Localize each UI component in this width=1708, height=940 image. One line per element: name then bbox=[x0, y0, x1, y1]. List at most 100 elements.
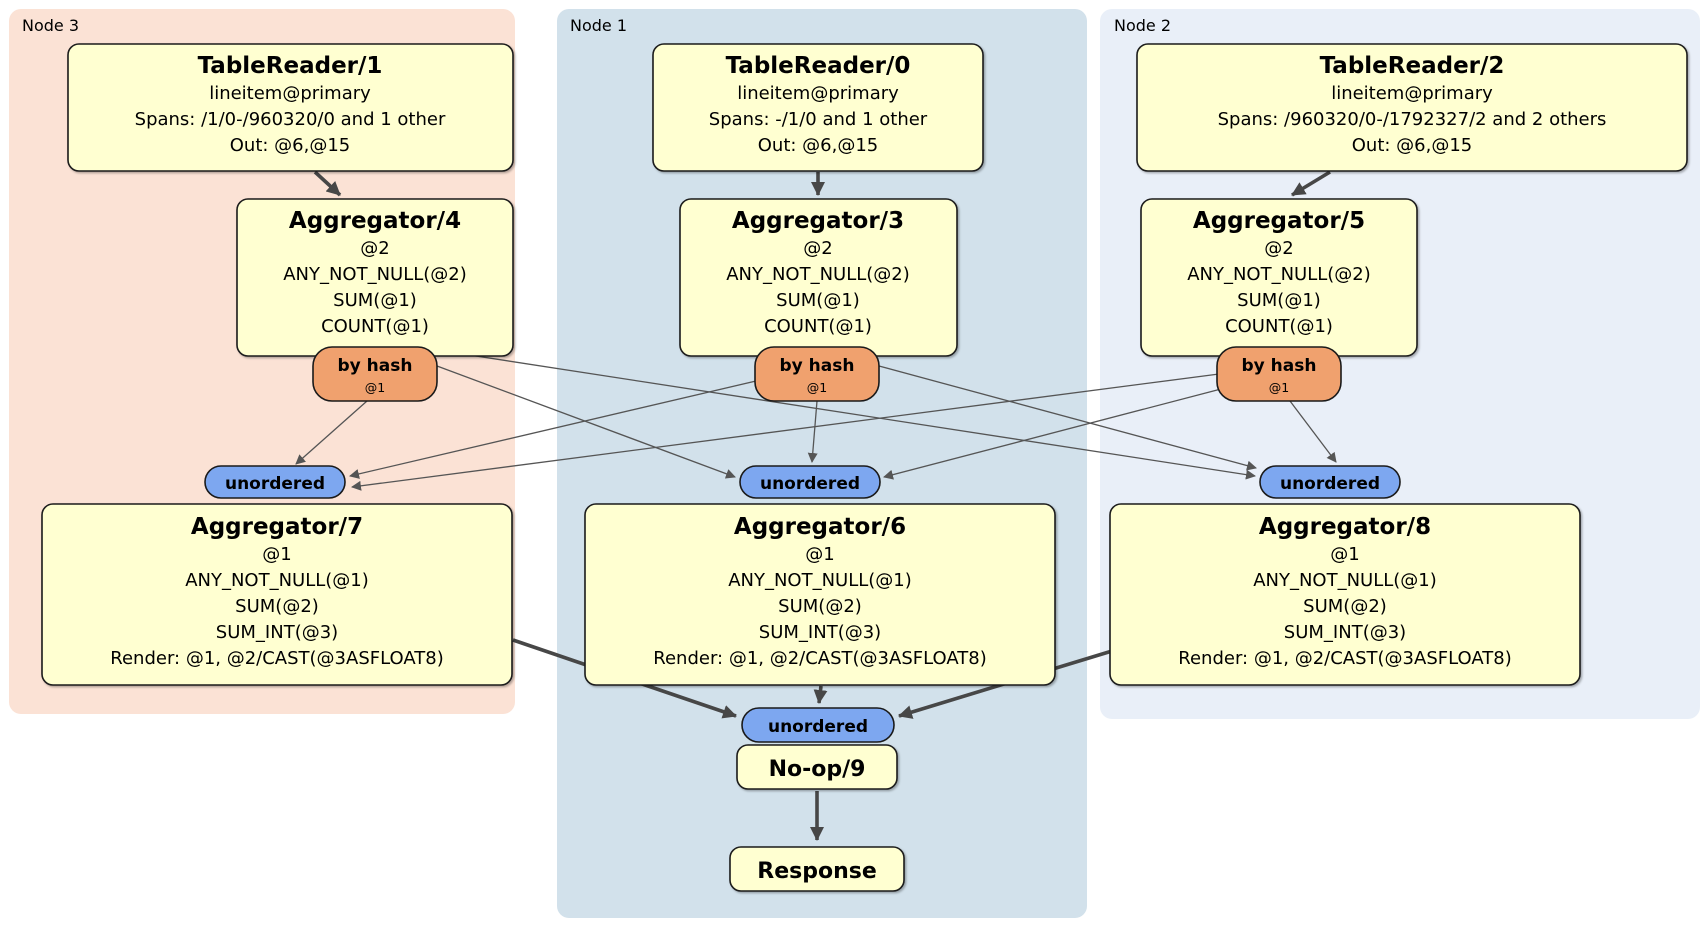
edge-hash5-to-stream6 bbox=[883, 388, 1222, 480]
edge-hash3-to-stream6 bbox=[807, 400, 818, 463]
aggregator-7-agg3: SUM_INT(@3) bbox=[216, 622, 338, 643]
edge-hash4-to-stream6 bbox=[436, 365, 736, 479]
tablereader-0-title: TableReader/0 bbox=[726, 53, 911, 79]
aggregator-6-render: Render: @1, @2/CAST(@3ASFLOAT8) bbox=[653, 648, 986, 669]
aggregator-6-groupby: @1 bbox=[805, 544, 834, 565]
edge-hash4-to-stream7 bbox=[295, 400, 368, 465]
stream-noop-label: unordered bbox=[768, 717, 868, 737]
aggregator-3-agg3: COUNT(@1) bbox=[764, 316, 872, 337]
stream-noop: unordered bbox=[741, 707, 895, 743]
aggregator-8-agg2: SUM(@2) bbox=[1303, 596, 1387, 617]
aggregator-5-agg1: ANY_NOT_NULL(@2) bbox=[1187, 264, 1371, 285]
aggregator-6-agg3: SUM_INT(@3) bbox=[759, 622, 881, 643]
group-node3-label: Node 3 bbox=[22, 16, 79, 35]
stream-ag6: unordered bbox=[739, 465, 881, 499]
aggregator-3-groupby: @2 bbox=[803, 238, 832, 259]
edge-hash4-to-stream8 bbox=[436, 349, 1256, 480]
aggregator-8-groupby: @1 bbox=[1330, 544, 1359, 565]
stream-ag8-shape bbox=[1259, 465, 1401, 499]
aggregator-4-agg3: COUNT(@1) bbox=[321, 316, 429, 337]
tablereader-0: TableReader/0 lineitem@primary Spans: -/… bbox=[709, 53, 928, 156]
tablereader-1-box bbox=[67, 43, 514, 172]
edge-tr1-to-ag4 bbox=[313, 170, 342, 197]
stream-ag7: unordered bbox=[204, 465, 346, 499]
aggregator-4-agg1: ANY_NOT_NULL(@2) bbox=[283, 264, 467, 285]
aggregator-6-agg2: SUM(@2) bbox=[778, 596, 862, 617]
group-node1-label: Node 1 bbox=[570, 16, 627, 35]
stream-ag6-label: unordered bbox=[760, 474, 860, 494]
aggregator-3-title: Aggregator/3 bbox=[732, 208, 904, 234]
tablereader-2-spans: Spans: /960320/0-/1792327/2 and 2 others bbox=[1218, 109, 1607, 130]
hash-router-ag5-key: @1 bbox=[1269, 380, 1289, 395]
aggregator-8-agg1: ANY_NOT_NULL(@1) bbox=[1253, 570, 1437, 591]
aggregator-6-box bbox=[584, 503, 1056, 686]
aggregator-6: Aggregator/6 @1 ANY_NOT_NULL(@1) SUM(@2)… bbox=[653, 514, 986, 669]
edge-hash3-to-stream8 bbox=[878, 365, 1257, 471]
aggregator-4: Aggregator/4 @2 ANY_NOT_NULL(@2) SUM(@1)… bbox=[283, 208, 467, 337]
aggregator-4-agg2: SUM(@1) bbox=[333, 290, 417, 311]
group-node2-label: Node 2 bbox=[1114, 16, 1171, 35]
stream-ag8-label: unordered bbox=[1280, 474, 1380, 494]
aggregator-7-agg2: SUM(@2) bbox=[235, 596, 319, 617]
aggregator-3: Aggregator/3 @2 ANY_NOT_NULL(@2) SUM(@1)… bbox=[726, 208, 910, 337]
edge-hash5-to-stream7 bbox=[351, 373, 1220, 491]
aggregator-5-agg3: COUNT(@1) bbox=[1225, 316, 1333, 337]
aggregator-4-title: Aggregator/4 bbox=[289, 208, 461, 234]
tablereader-0-out: Out: @6,@15 bbox=[758, 135, 879, 156]
response-title: Response bbox=[757, 859, 877, 884]
tablereader-1: TableReader/1 lineitem@primary Spans: /1… bbox=[135, 53, 446, 156]
tablereader-0-box bbox=[652, 43, 984, 172]
tablereader-2: TableReader/2 lineitem@primary Spans: /9… bbox=[1218, 53, 1607, 156]
aggregator-7: Aggregator/7 @1 ANY_NOT_NULL(@1) SUM(@2)… bbox=[110, 514, 443, 669]
hash-router-ag5: by hash @1 bbox=[1216, 346, 1342, 402]
tablereader-0-spans: Spans: -/1/0 and 1 other bbox=[709, 109, 928, 130]
aggregator-6-agg1: ANY_NOT_NULL(@1) bbox=[728, 570, 912, 591]
hash-router-ag4: by hash @1 bbox=[312, 346, 438, 402]
edge-ag6-to-final-stream bbox=[813, 685, 828, 704]
hash-router-ag4-key: @1 bbox=[365, 380, 385, 395]
aggregator-7-box bbox=[41, 503, 513, 686]
hash-router-ag4-label: by hash bbox=[338, 356, 413, 376]
tablereader-2-box bbox=[1136, 43, 1688, 172]
hash-router-ag3-key: @1 bbox=[807, 380, 827, 395]
hash-router-ag4-shape bbox=[312, 346, 438, 402]
tablereader-1-spans: Spans: /1/0-/960320/0 and 1 other bbox=[135, 109, 446, 130]
aggregator-7-render: Render: @1, @2/CAST(@3ASFLOAT8) bbox=[110, 648, 443, 669]
hash-router-ag3-shape bbox=[754, 346, 880, 402]
edge-tr2-to-ag5 bbox=[1291, 170, 1331, 197]
aggregator-7-agg1: ANY_NOT_NULL(@1) bbox=[185, 570, 369, 591]
noop-9-title: No-op/9 bbox=[769, 757, 866, 782]
aggregator-6-title: Aggregator/6 bbox=[734, 514, 906, 540]
tablereader-2-index: lineitem@primary bbox=[1331, 83, 1493, 104]
aggregator-8-box bbox=[1109, 503, 1581, 686]
stream-ag7-label: unordered bbox=[225, 474, 325, 494]
aggregator-8: Aggregator/8 @1 ANY_NOT_NULL(@1) SUM(@2)… bbox=[1178, 514, 1511, 669]
stream-ag6-shape bbox=[739, 465, 881, 499]
tablereader-1-out: Out: @6,@15 bbox=[230, 135, 351, 156]
response-box bbox=[729, 846, 905, 892]
aggregator-5: Aggregator/5 @2 ANY_NOT_NULL(@2) SUM(@1)… bbox=[1187, 208, 1371, 337]
hash-router-ag5-label: by hash bbox=[1242, 356, 1317, 376]
hash-router-ag3: by hash @1 bbox=[754, 346, 880, 402]
edge-hash3-to-stream7 bbox=[349, 380, 757, 479]
noop-9-box bbox=[736, 744, 898, 790]
aggregator-8-render: Render: @1, @2/CAST(@3ASFLOAT8) bbox=[1178, 648, 1511, 669]
aggregator-5-title: Aggregator/5 bbox=[1193, 208, 1365, 234]
stream-noop-shape bbox=[741, 707, 895, 743]
hash-router-ag5-shape bbox=[1216, 346, 1342, 402]
tablereader-2-title: TableReader/2 bbox=[1320, 53, 1505, 79]
stream-ag7-shape bbox=[204, 465, 346, 499]
aggregator-4-groupby: @2 bbox=[360, 238, 389, 259]
aggregator-5-groupby: @2 bbox=[1264, 238, 1293, 259]
tablereader-2-out: Out: @6,@15 bbox=[1352, 135, 1473, 156]
aggregator-5-agg2: SUM(@1) bbox=[1237, 290, 1321, 311]
aggregator-8-agg3: SUM_INT(@3) bbox=[1284, 622, 1406, 643]
edge-hash5-to-stream8 bbox=[1289, 400, 1337, 463]
processor-boxes bbox=[41, 43, 1688, 892]
aggregator-7-groupby: @1 bbox=[262, 544, 291, 565]
aggregator-3-agg2: SUM(@1) bbox=[776, 290, 860, 311]
tablereader-1-index: lineitem@primary bbox=[209, 83, 371, 104]
hash-routing-edges bbox=[295, 349, 1337, 491]
